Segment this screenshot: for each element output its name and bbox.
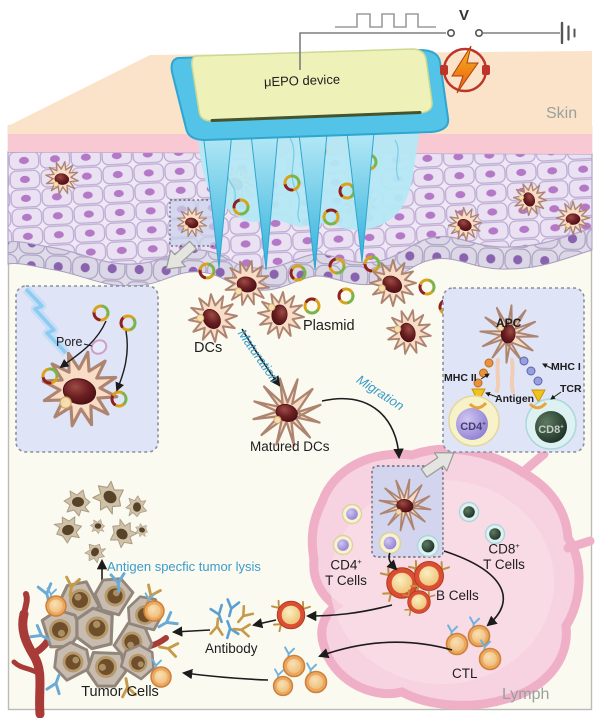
cd4-t-cell xyxy=(378,531,402,555)
cd4-plus: + xyxy=(482,421,486,428)
plasmid-entry-arrow xyxy=(59,320,107,369)
electric-zap-icon xyxy=(24,287,68,355)
ctl-label: CTL xyxy=(452,666,478,681)
cd8-t-line1: CD8+ xyxy=(466,538,542,557)
pore-pointer-line xyxy=(83,343,93,347)
voltage-terminal-icon xyxy=(474,28,483,37)
skin-dc-highlight-box xyxy=(169,199,217,247)
antibody-to-tumor-arrow xyxy=(171,626,211,637)
cd8-text: CD8 xyxy=(538,424,561,436)
tcr-label: TCR xyxy=(560,383,582,395)
cd4-text: CD4 xyxy=(460,421,483,433)
migration-arrow xyxy=(321,397,404,460)
cd8-to-ctl-arrow xyxy=(443,550,505,627)
pulse-waveform-icon xyxy=(335,13,436,28)
cd8-inset-label: CD8+ xyxy=(530,424,572,436)
microneedles xyxy=(202,131,375,271)
pore-inset xyxy=(15,285,159,453)
cd8-t-cells-label: CD8+ T Cells xyxy=(466,538,542,573)
cd4-t-cells-label: CD4+ T Cells xyxy=(308,554,384,589)
priming-to-bcell-arrow xyxy=(386,552,398,571)
ctl-to-tumor-arrow xyxy=(181,668,269,681)
tcr-cup xyxy=(468,401,488,410)
maturation-arrow xyxy=(241,328,281,387)
mhc2-receptor xyxy=(473,358,494,388)
cd4-t-line2: T Cells xyxy=(325,573,367,588)
matured-dcs-label: Matured DCs xyxy=(250,439,330,454)
antibody-label: Antibody xyxy=(205,641,258,656)
apc-arm xyxy=(509,358,515,394)
cd8-t-line2: T Cells xyxy=(483,557,525,572)
plasma-to-antibody-arrow xyxy=(251,618,277,629)
cd8-plus: + xyxy=(560,424,564,431)
tumor-site xyxy=(11,475,180,718)
pore-label: Pore xyxy=(56,335,83,349)
electroporation-spark-icon xyxy=(440,45,490,94)
ground-icon xyxy=(560,21,576,45)
cd4-plus: + xyxy=(357,557,362,566)
lightning-bolt-icon xyxy=(451,45,479,94)
voltage-label: V xyxy=(458,7,469,24)
tumor-lysis-label: Antigen specfic tumor lysis xyxy=(107,559,261,574)
lymph-vessel-stub xyxy=(518,449,549,477)
uepo-device xyxy=(170,48,450,142)
lymph-label: Lymph xyxy=(502,686,550,703)
bcell-to-plasma-arrow xyxy=(305,604,393,622)
membrane-pore xyxy=(90,339,108,355)
cd8-t-cell xyxy=(458,501,480,523)
ctl-egress-arrow xyxy=(318,641,453,659)
lymph-vessel-stub xyxy=(563,536,595,553)
plug-icon xyxy=(482,65,490,75)
lymph-node-contents xyxy=(332,465,506,670)
plasmid-label: Plasmid xyxy=(303,318,355,334)
cd8-t-cell xyxy=(416,534,440,558)
inset-pointer-lines xyxy=(480,363,562,400)
voltage-terminal-icon xyxy=(446,28,455,37)
mhc1-label: MHC I xyxy=(551,361,581,373)
mhc1-receptor xyxy=(519,356,543,386)
circuit xyxy=(299,13,576,94)
cd4-inset-label: CD4+ xyxy=(452,421,494,433)
apc-label: APC xyxy=(496,316,522,330)
antigen-triangle xyxy=(531,389,546,404)
apc-arm xyxy=(495,358,501,393)
cd4-t-line1: CD4+ xyxy=(308,554,384,573)
b-cells-label: B Cells xyxy=(436,588,479,603)
cd8-text: CD8 xyxy=(488,541,516,557)
cd8-plus: + xyxy=(515,541,520,550)
plasmid-entry-arrow xyxy=(115,330,128,392)
skin-label: Skin xyxy=(546,105,578,122)
apc-inset xyxy=(442,287,585,453)
cd4-text: CD4 xyxy=(330,557,358,573)
mhc2-label: MHC II xyxy=(444,372,477,384)
cd4-t-cell xyxy=(332,534,354,556)
cd4-nucleus xyxy=(456,408,488,440)
tumor-cells-label: Tumor Cells xyxy=(81,684,159,700)
circuit-wire xyxy=(299,32,446,70)
dcs-label: DCs xyxy=(194,340,223,356)
process-arrows xyxy=(96,328,505,681)
plug-icon xyxy=(440,65,448,75)
antigen-label: Antigen xyxy=(495,393,535,405)
cd4-t-cell xyxy=(341,503,363,525)
cd8-nucleus xyxy=(535,411,567,443)
tcr-cup xyxy=(528,401,548,410)
